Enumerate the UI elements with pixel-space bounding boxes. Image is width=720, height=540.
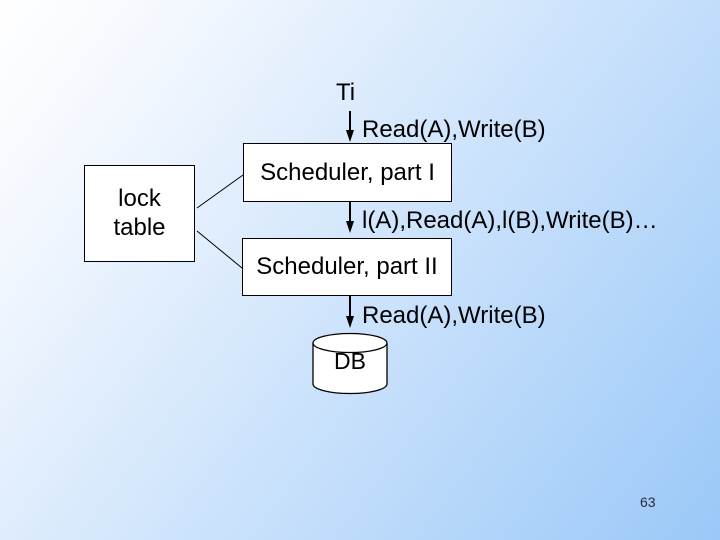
scheduler-part2-box: Scheduler, part II [242, 238, 452, 296]
transaction-label: Ti [336, 79, 356, 106]
message-top: Read(A),Write(B) [362, 116, 546, 143]
scheduler-part1-box: Scheduler, part I [243, 143, 452, 202]
message-bottom: Read(A),Write(B) [362, 302, 546, 329]
scheduler-part2-label: Scheduler, part II [256, 253, 438, 280]
down-arrow-icon [346, 202, 354, 233]
down-arrow-icon [346, 296, 354, 328]
lock-table-box: lock table [84, 165, 195, 262]
connector-line [196, 174, 244, 209]
db-cylinder-icon [312, 332, 388, 395]
db-label: DB [334, 348, 366, 374]
page-number: 63 [640, 494, 656, 510]
down-arrow-icon [346, 111, 354, 142]
scheduler-part1-label: Scheduler, part I [260, 158, 435, 186]
lock-table-label: lock table [113, 184, 166, 241]
message-middle: l(A),Read(A),l(B),Write(B)… [362, 207, 658, 234]
connector-line [196, 230, 243, 269]
